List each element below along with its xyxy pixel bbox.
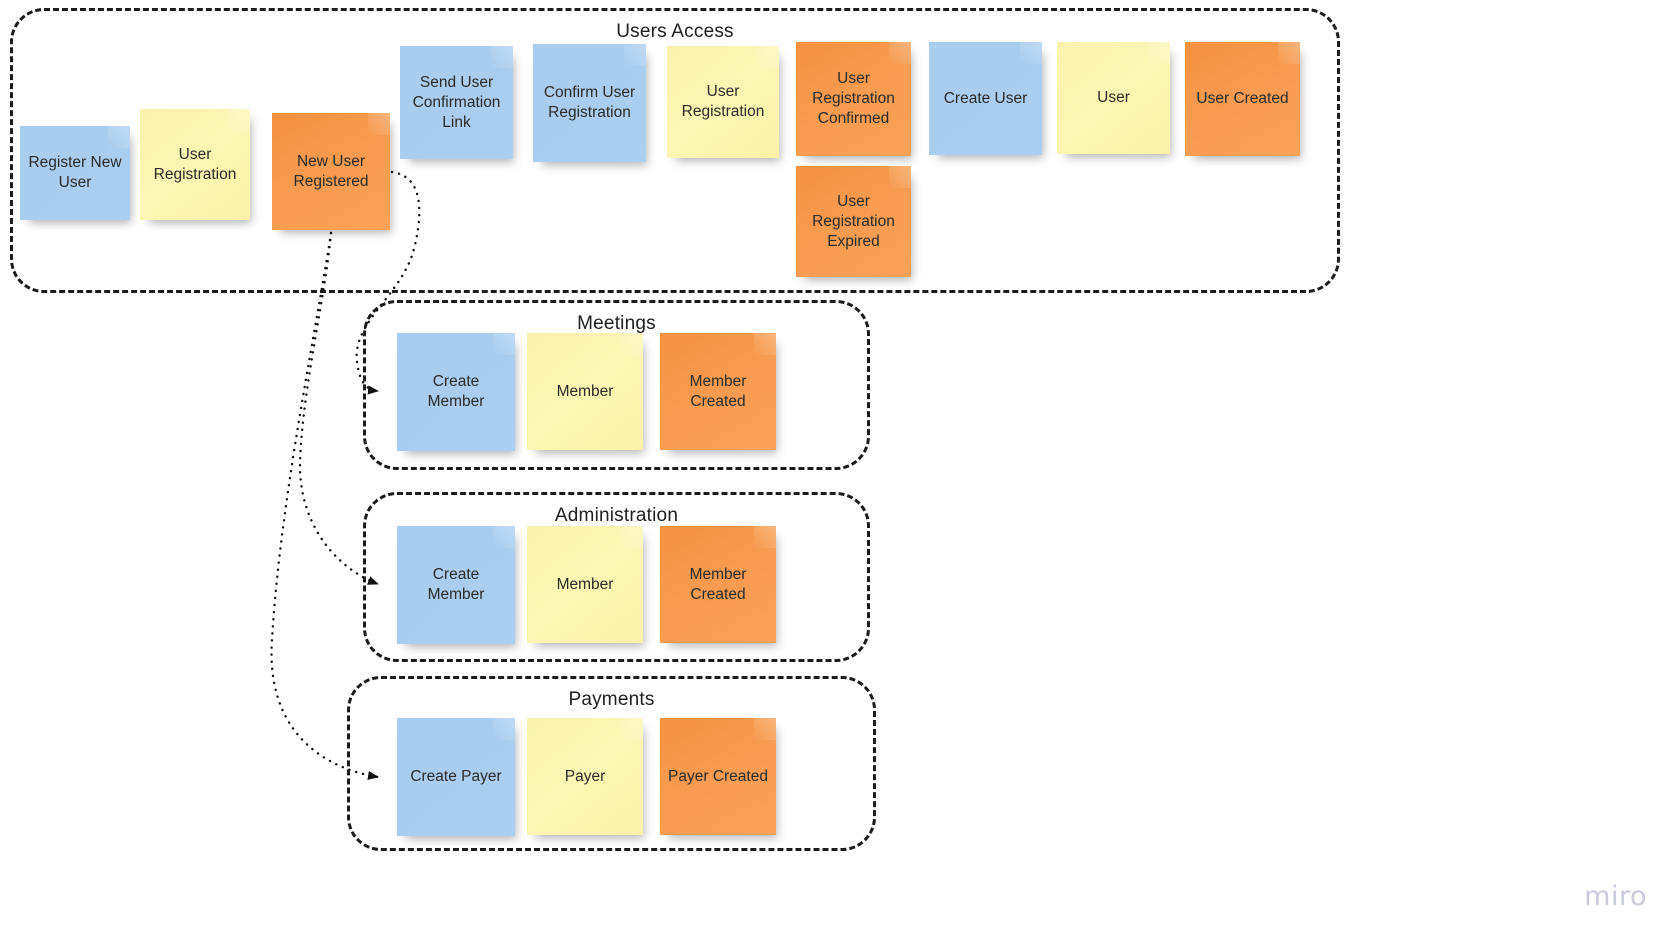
sticky-note-user-aggregate[interactable]: User: [1057, 42, 1170, 154]
sticky-note-administration-create-member[interactable]: Create Member: [397, 526, 515, 644]
sticky-note-send-user-confirmation-link[interactable]: Send User Confirmation Link: [400, 46, 513, 159]
sticky-note-label: User Registration: [153, 145, 237, 183]
sticky-note-label: Create User: [943, 89, 1028, 107]
sticky-note-administration-member[interactable]: Member: [527, 526, 643, 643]
sticky-note-label: Register New User: [28, 154, 122, 191]
sticky-note-register-new-user[interactable]: Register New User: [20, 126, 130, 220]
sticky-note-payments-create-payer[interactable]: Create Payer: [397, 718, 515, 836]
sticky-note-label: User Registration: [681, 83, 765, 120]
sticky-note-user-registration-1[interactable]: User Registration: [140, 109, 250, 220]
sticky-note-confirm-user-registration[interactable]: Confirm User Registration: [533, 44, 646, 162]
sticky-note-user-registration-confirmed[interactable]: User Registration Confirmed: [796, 42, 911, 156]
sticky-note-label: Payer Created: [668, 767, 768, 785]
sticky-note-label: Create Member: [427, 566, 485, 603]
sticky-note-label: Create Member: [427, 373, 485, 410]
sticky-note-label: User Registration Confirmed: [812, 70, 895, 127]
sticky-note-create-user[interactable]: Create User: [929, 42, 1042, 155]
sticky-note-label: Member Created: [689, 565, 747, 603]
sticky-note-meetings-create-member[interactable]: Create Member: [397, 333, 515, 451]
sticky-note-label: Create Payer: [410, 768, 502, 785]
sticky-note-user-created[interactable]: User Created: [1185, 42, 1300, 156]
sticky-note-user-registration-2[interactable]: User Registration: [667, 46, 779, 158]
context-users-access[interactable]: Users Access: [10, 8, 1340, 293]
sticky-note-user-registration-expired[interactable]: User Registration Expired: [796, 166, 911, 277]
sticky-note-administration-member-created[interactable]: Member Created: [660, 526, 776, 643]
sticky-note-label: Send User Confirmation Link: [412, 73, 501, 131]
sticky-note-label: Member: [556, 575, 614, 593]
sticky-note-label: User: [1097, 89, 1130, 106]
context-title-administration: Administration: [554, 505, 679, 526]
sticky-note-label: Member Created: [689, 372, 747, 410]
sticky-note-label: Payer: [564, 767, 606, 785]
sticky-note-label: Confirm User Registration: [543, 84, 636, 121]
sticky-note-new-user-registered[interactable]: New User Registered: [272, 113, 390, 230]
sticky-note-label: User Registration Expired: [812, 192, 895, 250]
sticky-note-payments-payer-created[interactable]: Payer Created: [660, 718, 776, 835]
context-title-payments: Payments: [568, 689, 655, 710]
context-title-meetings: Meetings: [577, 313, 656, 334]
sticky-note-label: Member: [556, 382, 614, 400]
sticky-note-label: User Created: [1196, 90, 1289, 107]
sticky-note-label: New User Registered: [293, 152, 369, 190]
miro-watermark: miro: [1584, 881, 1647, 912]
sticky-note-meetings-member-created[interactable]: Member Created: [660, 333, 776, 450]
context-title-users-access: Users Access: [616, 21, 734, 42]
sticky-note-payments-payer[interactable]: Payer: [527, 718, 643, 835]
sticky-note-meetings-member[interactable]: Member: [527, 333, 643, 450]
